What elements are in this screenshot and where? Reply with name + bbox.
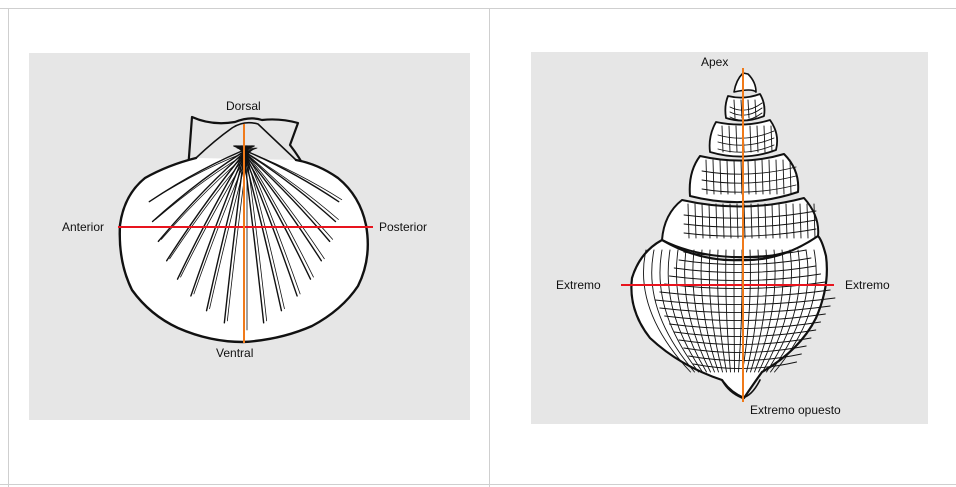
scallop-posterior-label: Posterior bbox=[379, 220, 427, 234]
conch-left-end-label: Extremo bbox=[556, 278, 601, 292]
conch-right-end-label: Extremo bbox=[845, 278, 890, 292]
scallop-anterior-label: Anterior bbox=[62, 220, 104, 234]
conch-apex-label: Apex bbox=[701, 55, 728, 69]
conch-opposite-end-label: Extremo opuesto bbox=[750, 403, 841, 417]
scallop-dorsal-label: Dorsal bbox=[226, 99, 261, 113]
conch-shell-drawing bbox=[631, 73, 835, 398]
scallop-ventral-label: Ventral bbox=[216, 346, 253, 360]
